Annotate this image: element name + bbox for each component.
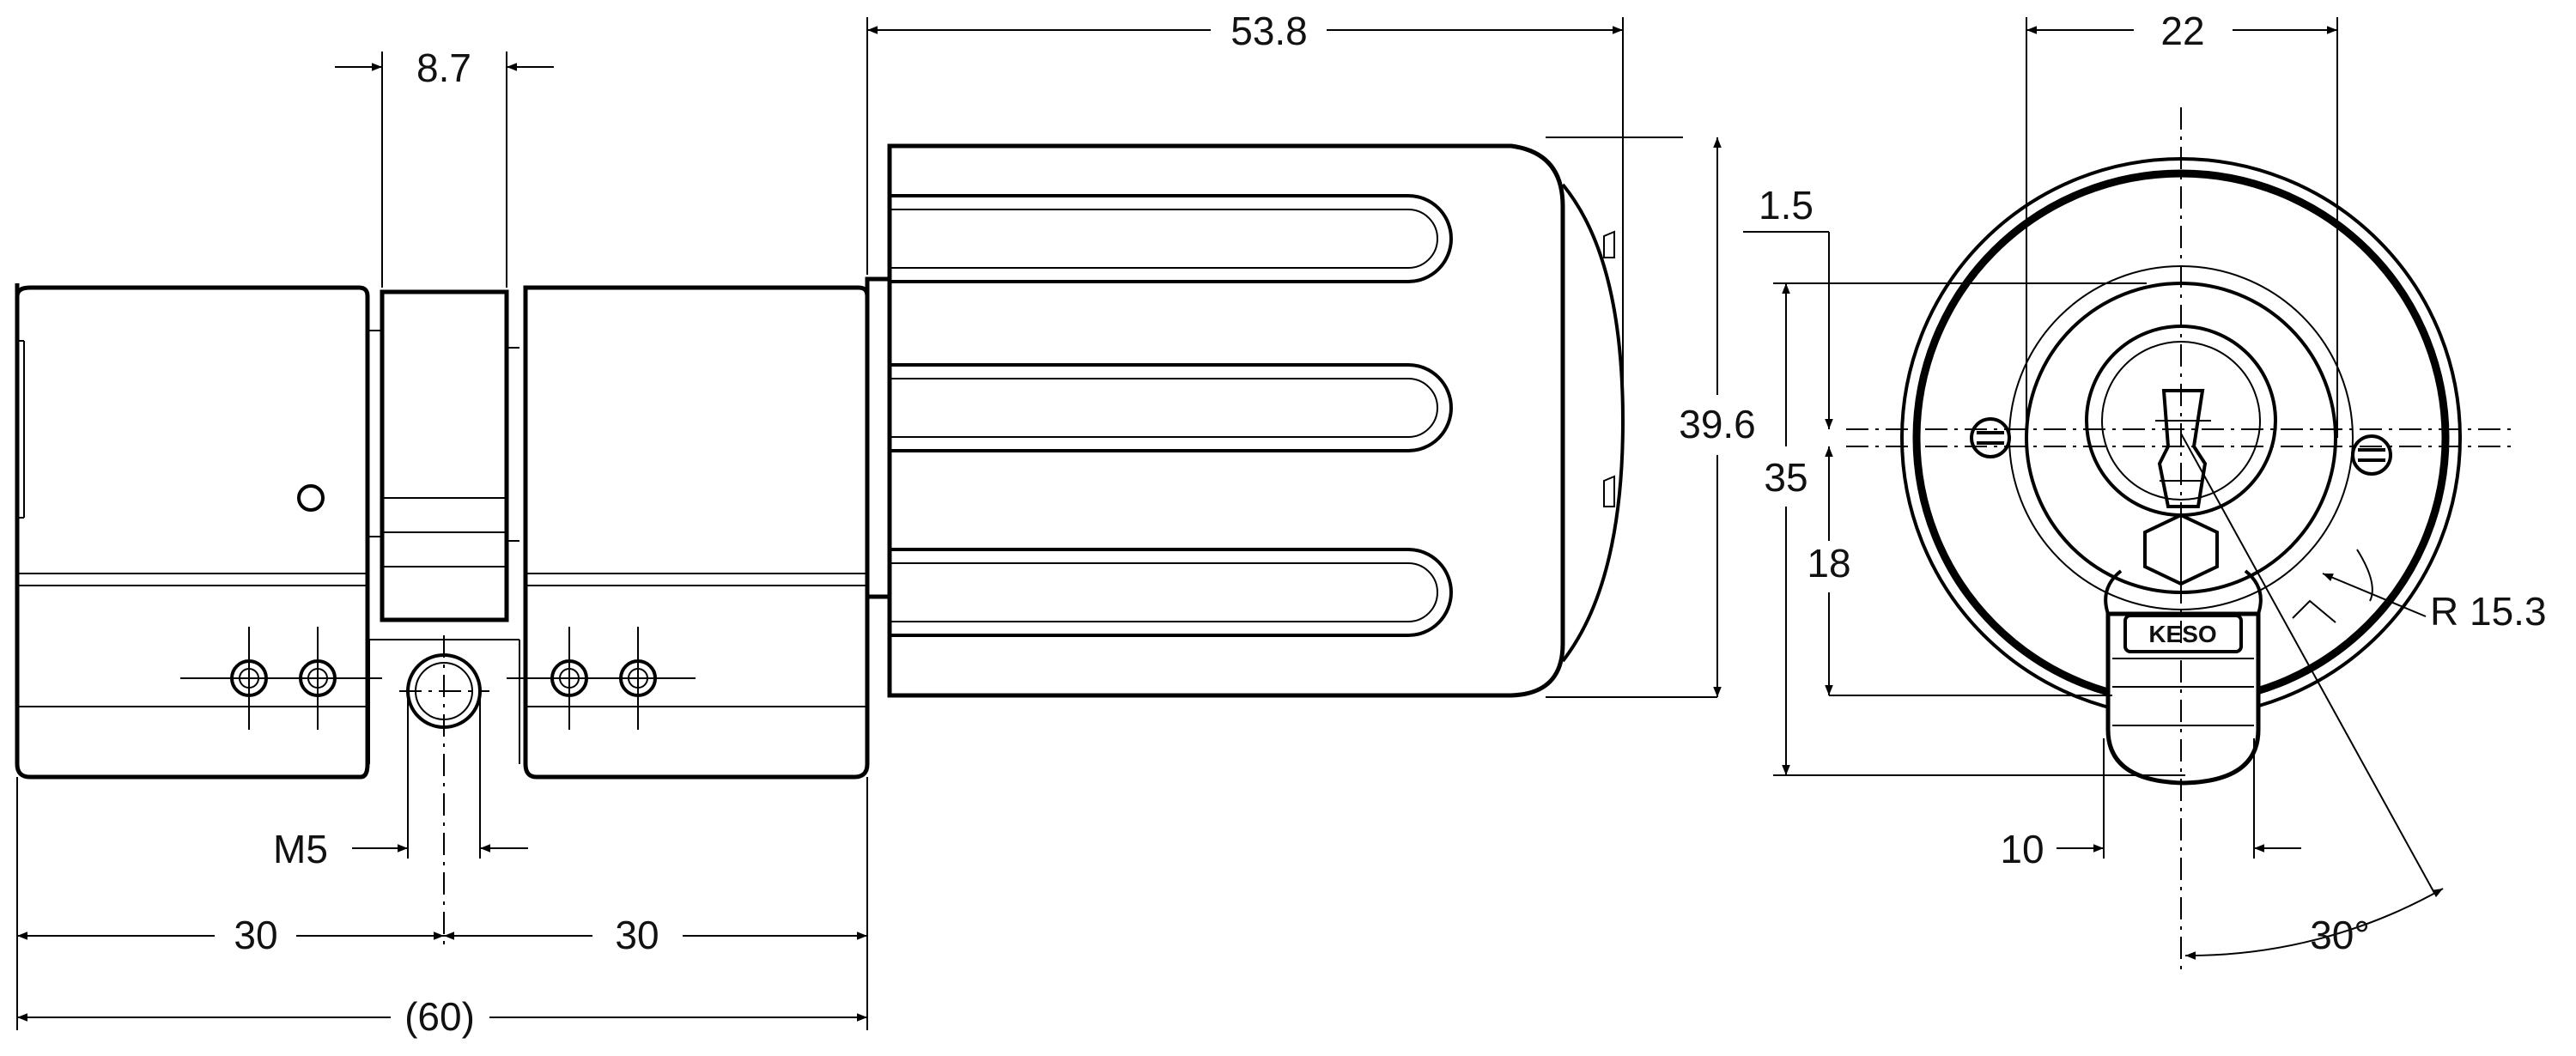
cam-tongue <box>2105 611 2261 786</box>
screw-icon <box>1970 417 2011 458</box>
screw-icon <box>2351 434 2392 476</box>
dim-radius: R 15.3 <box>2430 589 2547 634</box>
dim-flange-width: 22 <box>2160 9 2204 53</box>
right-cylinder-half <box>523 285 870 780</box>
dim-center-height: 18 <box>1807 541 1850 586</box>
dim-right-half: 30 <box>615 913 659 957</box>
pin-hole-icon <box>297 484 325 512</box>
dim-tongue-width: 10 <box>2000 827 2044 871</box>
dim-knob-length: 53.8 <box>1230 9 1308 53</box>
dim-screw-thread: M5 <box>273 827 328 871</box>
dim-side-height: 8.7 <box>416 46 471 90</box>
dim-knob-diameter: 39.6 <box>1679 402 1756 446</box>
cylinder-side-view <box>15 282 870 944</box>
dim-overall-length: (60) <box>404 994 475 1039</box>
front-view: KESO <box>1846 107 2516 970</box>
cam <box>380 289 509 622</box>
dim-left-half: 30 <box>234 913 277 957</box>
knob-body <box>887 143 1565 698</box>
dim-angle: 30° <box>2310 913 2370 957</box>
keso-logo-text: KESO <box>2148 621 2216 647</box>
left-cylinder-half <box>15 282 370 780</box>
knob-front-cap <box>1561 183 1625 663</box>
knob-side-view <box>865 137 1717 698</box>
dim-total-height: 35 <box>1764 455 1807 500</box>
keso-logo <box>2123 614 2243 653</box>
keyway-icon <box>2157 389 2208 508</box>
dim-offset: 1.5 <box>1759 183 1814 228</box>
knob-groove <box>890 194 1453 283</box>
dimensions: 8.7 53.8 39.6 30 30 (60) M5 22 <box>16 9 2547 1039</box>
knob-groove <box>890 548 1453 637</box>
knob-groove <box>890 363 1453 452</box>
marking-dots <box>180 627 696 730</box>
